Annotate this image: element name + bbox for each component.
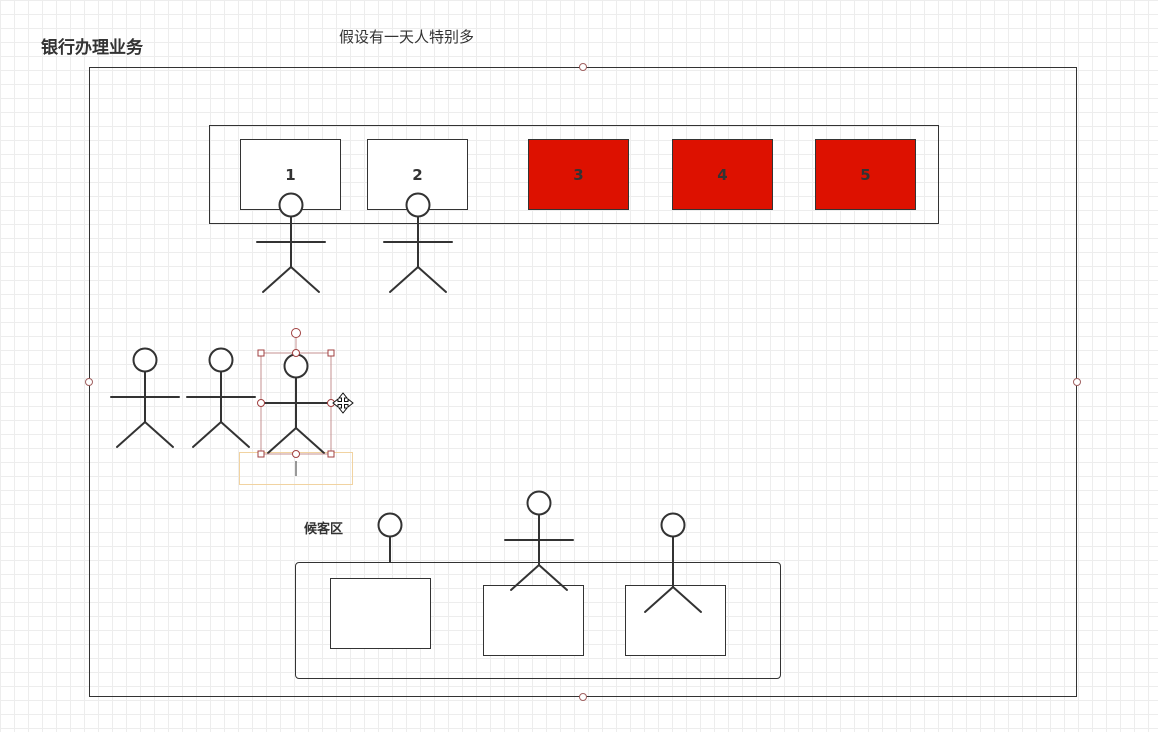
counter-window-3[interactable]: 3 — [528, 139, 629, 210]
customer-figure[interactable] — [383, 192, 453, 293]
resize-handle[interactable] — [327, 450, 335, 458]
waiting-seat-1[interactable] — [330, 578, 431, 649]
resize-handle[interactable] — [327, 399, 335, 407]
customer-figure[interactable] — [256, 192, 326, 293]
subtitle-text[interactable]: 假设有一天人特别多 — [339, 28, 475, 46]
resize-handle[interactable] — [327, 349, 335, 357]
counter-window-4[interactable]: 4 — [672, 139, 773, 210]
counter-row[interactable] — [209, 125, 939, 224]
waiting-area-label[interactable]: 候客区 — [304, 522, 344, 537]
counter-label: 2 — [412, 165, 423, 184]
rotate-handle[interactable] — [291, 328, 301, 338]
counter-label: 4 — [717, 165, 728, 184]
resize-handle[interactable] — [257, 349, 265, 357]
connection-point[interactable] — [579, 63, 587, 71]
waiting-seat-3[interactable] — [625, 585, 726, 656]
counter-label: 5 — [860, 165, 871, 184]
seated-figure[interactable] — [377, 512, 403, 563]
seated-figure[interactable] — [644, 512, 702, 613]
resize-handle[interactable] — [257, 450, 265, 458]
connection-point[interactable] — [1073, 378, 1081, 386]
queue-figure[interactable] — [110, 347, 180, 448]
connection-point[interactable] — [579, 693, 587, 701]
page-title: 银行办理业务 — [41, 38, 143, 58]
counter-label: 3 — [573, 165, 584, 184]
connection-point[interactable] — [85, 378, 93, 386]
resize-handle[interactable] — [292, 450, 300, 458]
resize-handle[interactable] — [257, 399, 265, 407]
waiting-seat-2[interactable] — [483, 585, 584, 656]
counter-window-5[interactable]: 5 — [815, 139, 916, 210]
selection-handles[interactable] — [257, 328, 335, 458]
selected-queue-figure[interactable] — [261, 353, 331, 454]
seated-figure[interactable] — [504, 490, 574, 591]
queue-figure[interactable] — [186, 347, 256, 448]
counter-label: 1 — [285, 165, 296, 184]
resize-handle[interactable] — [292, 349, 300, 357]
